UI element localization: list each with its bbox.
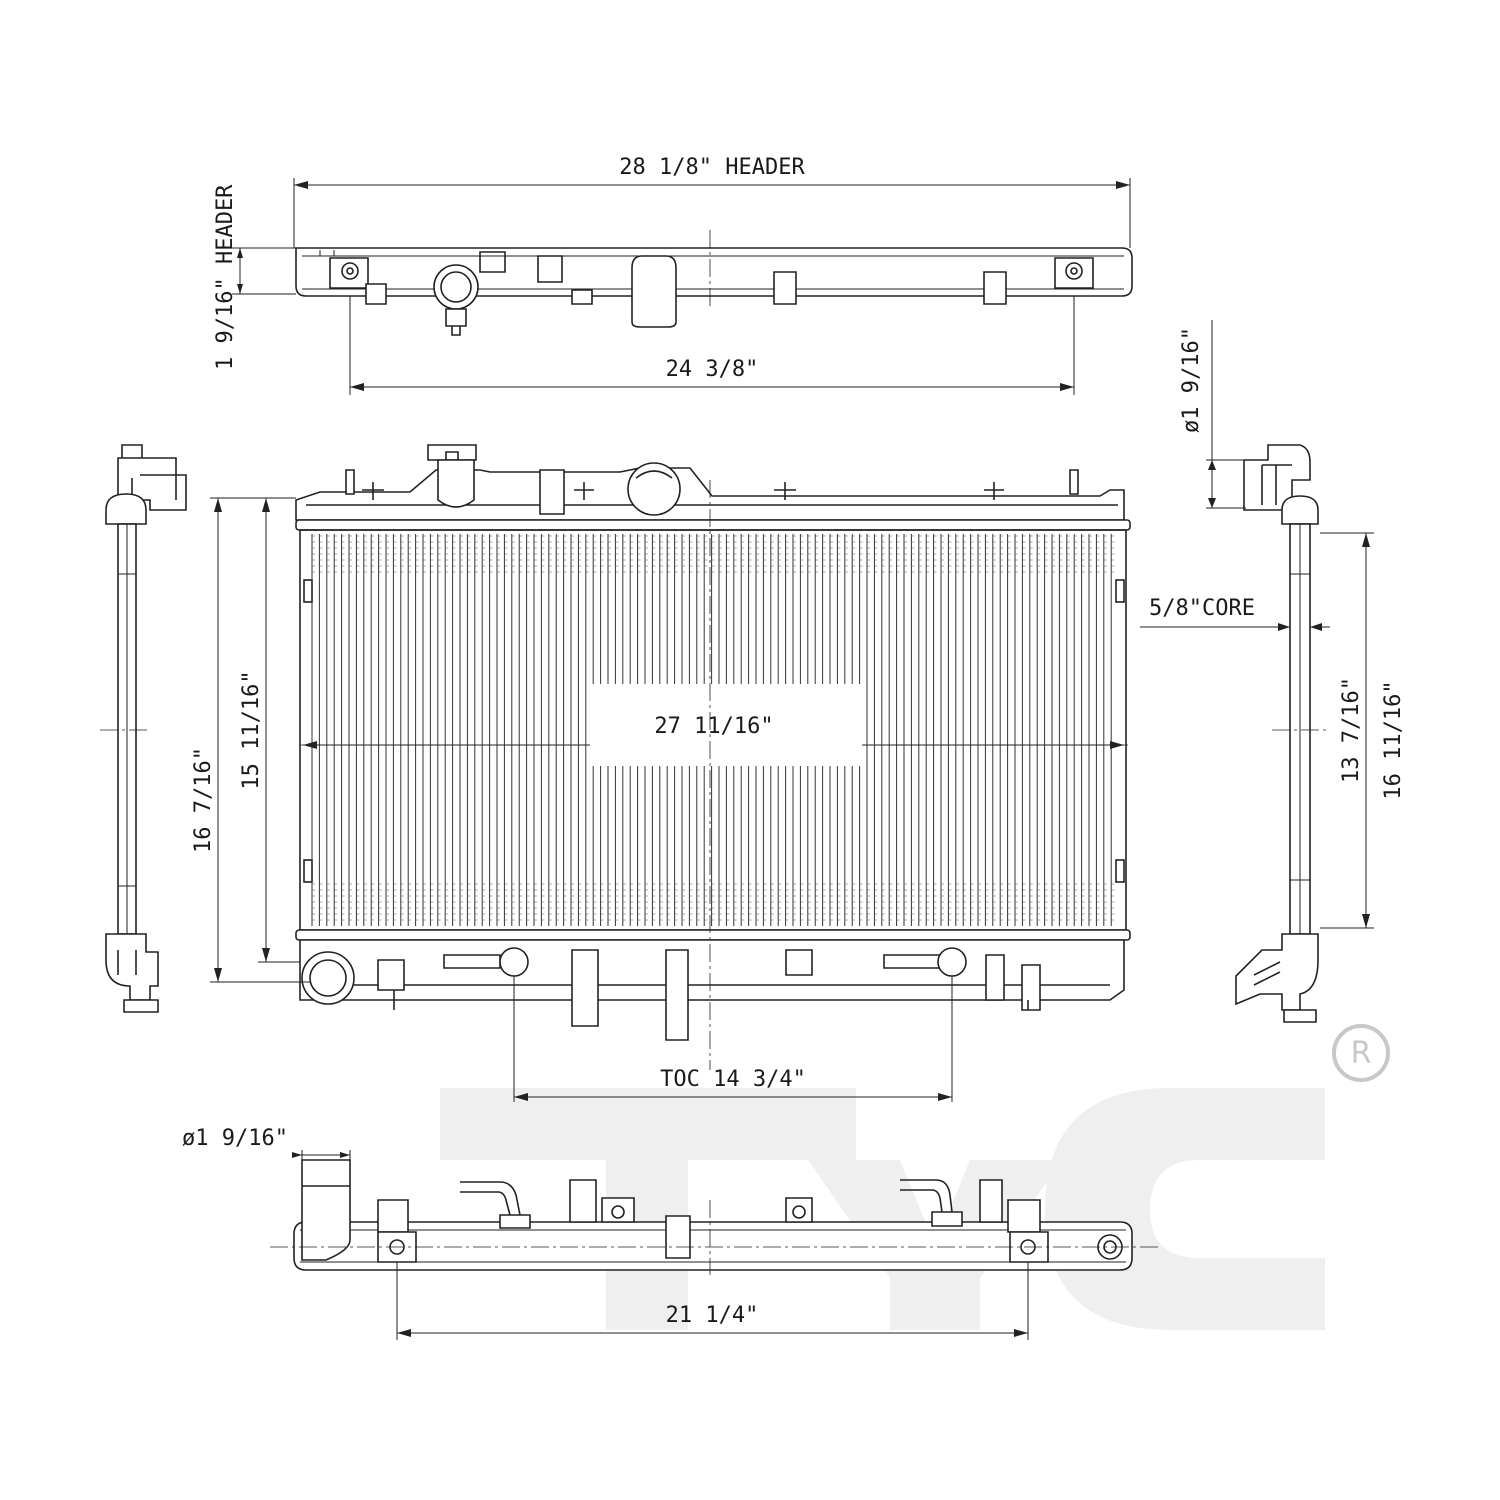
bottom-mount-span-label: 21 1/4" — [666, 1303, 759, 1328]
top-view-dimensions: 28 1/8" HEADER 24 3/8" 1 9/16" HEADER — [213, 155, 1131, 395]
tyc-watermark-logo: R — [440, 1024, 1390, 1330]
side-view-dimensions: ø1 9/16" 5/8"CORE 13 7/16" 16 11/16" — [1140, 320, 1406, 929]
bottom-view-dimensions: ø1 9/16" 21 1/4" — [182, 1126, 1029, 1340]
side-overall-height-label: 16 11/16" — [1381, 680, 1406, 799]
registered-mark: R — [1351, 1036, 1372, 1071]
core-fins — [303, 534, 1125, 926]
front-view-dimensions: 27 11/16" 16 7/16" 15 11/16" TOC 14 3/4" — [191, 497, 1124, 1102]
side-core-height-label: 13 7/16" — [1339, 677, 1364, 783]
core-width-label: 27 11/16" — [654, 714, 773, 739]
core-height-label: 15 11/16" — [239, 670, 264, 789]
overall-height-label: 16 7/16" — [191, 747, 216, 853]
front-view — [295, 444, 1131, 1070]
left-side-view — [100, 444, 187, 1013]
top-view — [295, 230, 1133, 336]
bottom-inlet-diameter-label: ø1 9/16" — [182, 1126, 288, 1151]
header-height-label: 1 9/16" HEADER — [213, 184, 238, 370]
header-width-label: 28 1/8" HEADER — [619, 155, 805, 180]
right-side-view — [1235, 444, 1330, 1023]
bottom-view — [270, 1159, 1160, 1275]
core-thickness-label: 5/8"CORE — [1149, 596, 1255, 621]
toc-label: TOC 14 3/4" — [660, 1067, 806, 1092]
top-outlet-diameter-label: ø1 9/16" — [1179, 327, 1204, 433]
top-mount-span-label: 24 3/8" — [666, 357, 759, 382]
